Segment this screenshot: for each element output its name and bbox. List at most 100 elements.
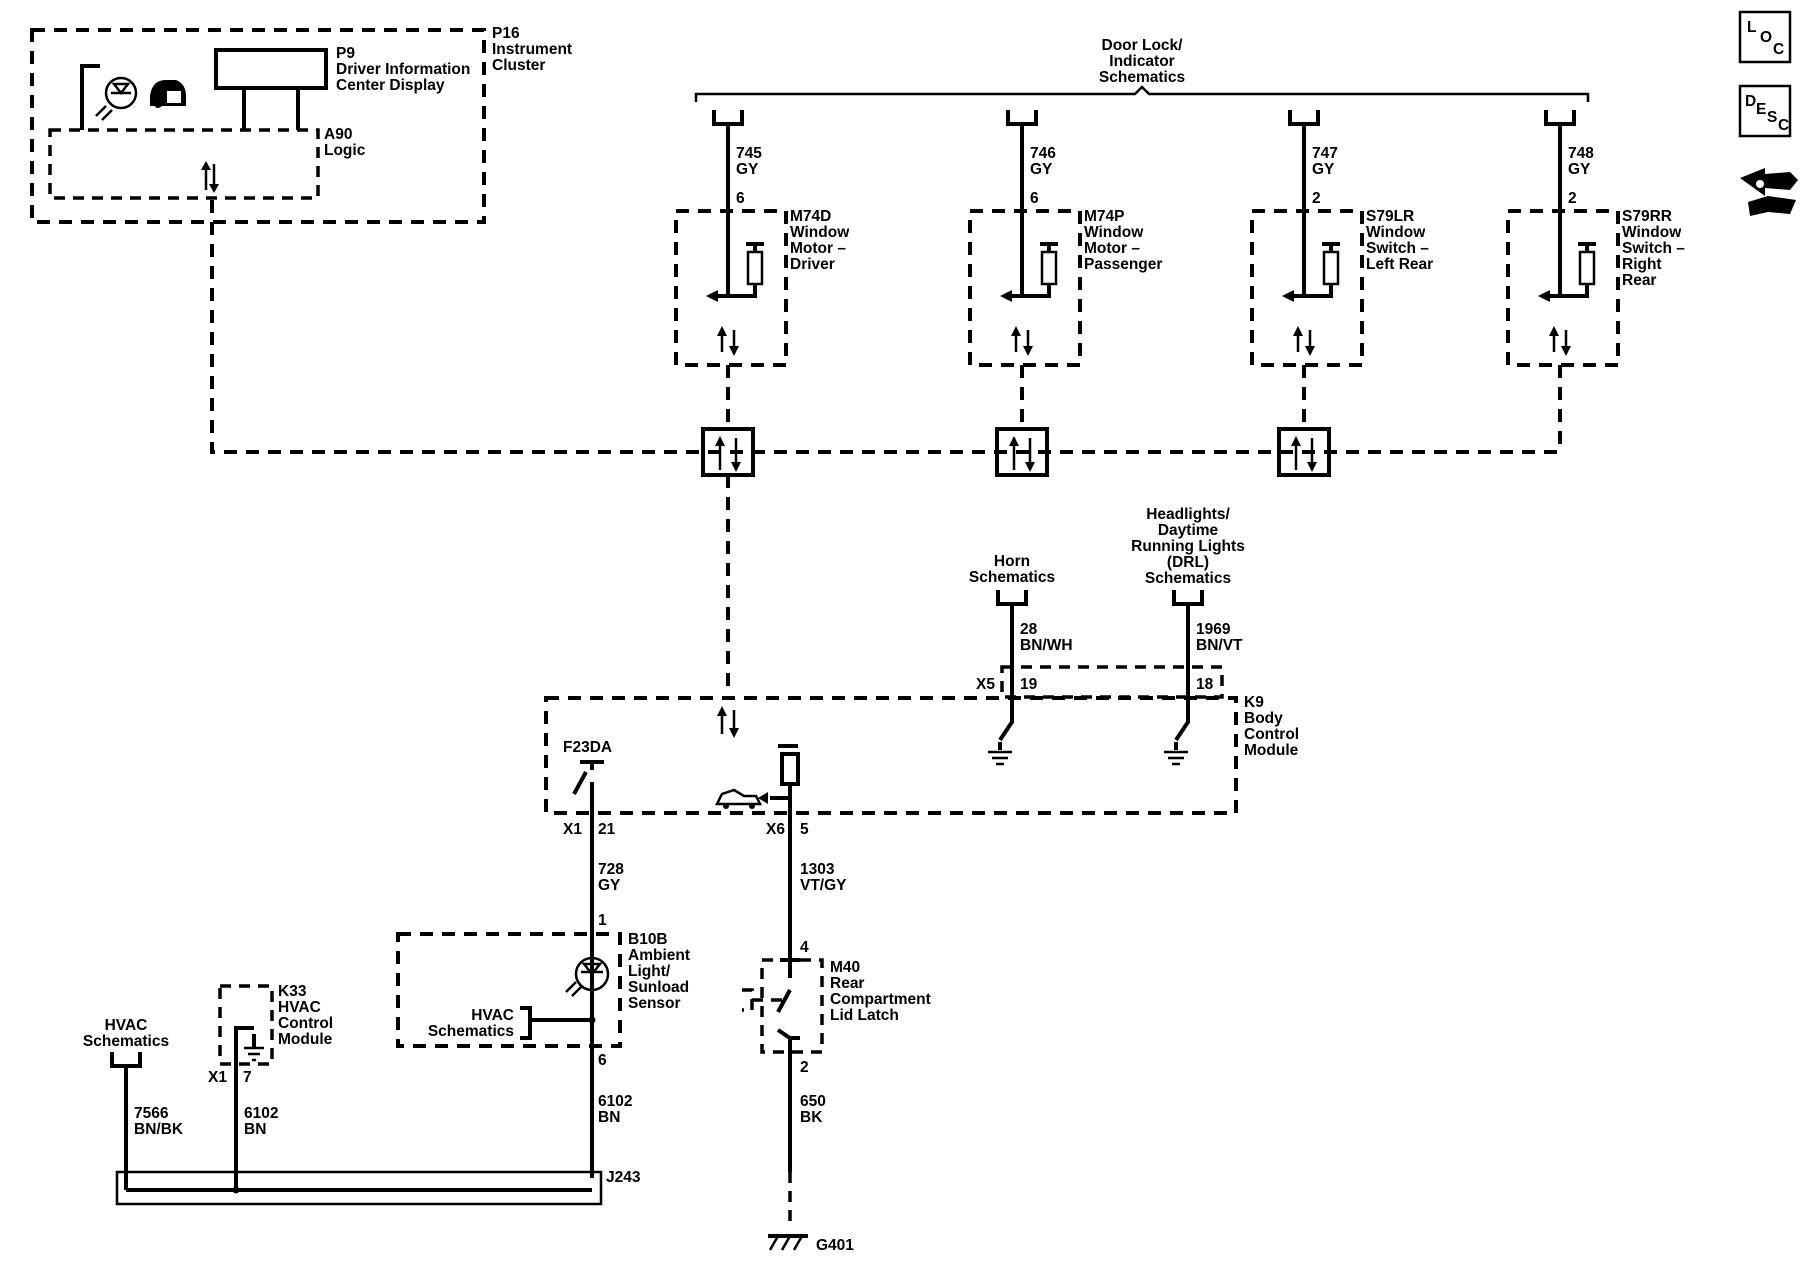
- latch-circuit: 1303: [800, 861, 835, 878]
- a90-ref: A90: [324, 126, 352, 143]
- k9-ref: K9: [1244, 694, 1264, 711]
- drl-color: BN/VT: [1196, 637, 1243, 654]
- b10b-name-line: Ambient: [628, 947, 690, 964]
- k33-ground-circuit: 6102: [244, 1105, 278, 1122]
- horn-label: Schematics: [969, 569, 1055, 586]
- module-name-line: Passenger: [1084, 256, 1162, 273]
- b10b-name-line: Sunload: [628, 979, 689, 996]
- k33-pin: 7: [243, 1069, 252, 1086]
- module-box: [1506, 209, 1620, 367]
- latch-ground-color: BK: [800, 1109, 823, 1126]
- k9-name-line: Control: [1244, 726, 1299, 743]
- photo-diode-icon: [565, 956, 610, 997]
- p9-name-line: Driver Information: [336, 61, 470, 78]
- a90-logic-box[interactable]: [48, 128, 320, 200]
- p16-ref: P16: [492, 25, 520, 42]
- p16-instrument-cluster-box[interactable]: [30, 28, 486, 224]
- b10b-hvac-label: HVAC: [471, 1007, 514, 1024]
- splice-label: J243: [606, 1169, 641, 1186]
- b10b-ambient-sensor[interactable]: [396, 932, 622, 1048]
- module-ref: S79RR: [1622, 208, 1672, 225]
- vehicle-trunk-icon: [714, 788, 763, 809]
- bus-splice-2[interactable]: [995, 427, 1049, 477]
- bus-splice-3[interactable]: [1277, 427, 1331, 477]
- wire-circuit: 747: [1312, 145, 1338, 162]
- ambient-color: GY: [598, 877, 621, 894]
- ambient-circuit: 728: [598, 861, 624, 878]
- resistor-icon: [1040, 250, 1058, 286]
- ground-symbol-icon: [1164, 750, 1188, 766]
- m40-pin-top: 4: [800, 939, 809, 956]
- connector-icon[interactable]: [1740, 168, 1798, 216]
- module-name-line: Left Rear: [1366, 256, 1433, 273]
- module-name-line: Rear: [1622, 272, 1656, 289]
- resistor-icon: [780, 752, 800, 786]
- p9-display-box[interactable]: [214, 48, 328, 90]
- latch-ground-circuit: 650: [800, 1093, 826, 1110]
- module-ref: M74D: [790, 208, 831, 225]
- module-box: [674, 209, 788, 367]
- svg-text:C: C: [1778, 117, 1789, 134]
- latch-switch-icon: [742, 958, 800, 1052]
- k33-connector: X1: [208, 1069, 227, 1086]
- ambient-pin: 21: [598, 821, 616, 838]
- loc-icon[interactable]: L O C: [1738, 10, 1792, 64]
- b10b-name-line: Sensor: [628, 995, 681, 1012]
- wire-color: GY: [1030, 161, 1053, 178]
- wire-circuit: 746: [1030, 145, 1056, 162]
- wire-circuit: 748: [1568, 145, 1594, 162]
- module-name-line: Switch –: [1366, 240, 1429, 257]
- horn-color: BN/WH: [1020, 637, 1073, 654]
- door-lock-bracket: [694, 85, 1590, 102]
- m40-ref: M40: [830, 959, 860, 976]
- b10b-pin-top: 1: [598, 912, 607, 929]
- module-name-line: Window: [1366, 224, 1426, 241]
- hvac-schematic-label: Schematics: [83, 1033, 169, 1050]
- module-name-line: Window: [1622, 224, 1682, 241]
- module-ref: S79LR: [1366, 208, 1414, 225]
- p9-name-line: Center Display: [336, 77, 445, 94]
- p16-name-line: Cluster: [492, 57, 545, 74]
- desc-icon[interactable]: D E S C: [1738, 84, 1792, 138]
- wire-circuit: 745: [736, 145, 762, 162]
- k33-ref: K33: [278, 983, 307, 1000]
- module-name-line: Switch –: [1622, 240, 1685, 257]
- drl-label: (DRL): [1167, 554, 1209, 571]
- k9-data-arrows-icon: [717, 706, 739, 738]
- k9-name-line: Body: [1244, 710, 1283, 727]
- module-name-line: Window: [790, 224, 850, 241]
- svg-text:C: C: [1773, 41, 1784, 58]
- drl-label: Daytime: [1158, 522, 1219, 539]
- k9-body-control-module[interactable]: [544, 696, 1238, 815]
- svg-text:E: E: [1756, 101, 1766, 118]
- m40-pin-bottom: 2: [800, 1059, 809, 1076]
- pin-number: 2: [1568, 190, 1577, 207]
- b10b-hvac-label: Schematics: [428, 1023, 514, 1040]
- b10b-name-line: Light/: [628, 963, 671, 980]
- horn-pin: 19: [1020, 676, 1038, 693]
- k33-name-line: Control: [278, 1015, 333, 1032]
- k33-ground-color: BN: [244, 1121, 266, 1138]
- drl-label: Running Lights: [1131, 538, 1245, 555]
- pin-number: 2: [1312, 190, 1321, 207]
- hvac-ground-circuit: 7566: [134, 1105, 169, 1122]
- door-lock-label: Schematics: [1099, 69, 1185, 86]
- resistor-icon: [1578, 250, 1596, 286]
- module-name-line: Right: [1622, 256, 1662, 273]
- ground-symbol-icon: [234, 1026, 264, 1064]
- module-box: [1250, 209, 1364, 367]
- horn-circuit: 28: [1020, 621, 1038, 638]
- ground-symbol-icon: [988, 750, 1012, 766]
- wire-color: GY: [1568, 161, 1591, 178]
- module-name-line: Window: [1084, 224, 1144, 241]
- resistor-icon: [746, 250, 764, 286]
- vehicle-lock-icon: [150, 80, 186, 108]
- serial-data-bus: [210, 200, 1560, 454]
- k33-hvac-control-module[interactable]: [218, 984, 274, 1066]
- j243-splice-pack[interactable]: [115, 1170, 603, 1206]
